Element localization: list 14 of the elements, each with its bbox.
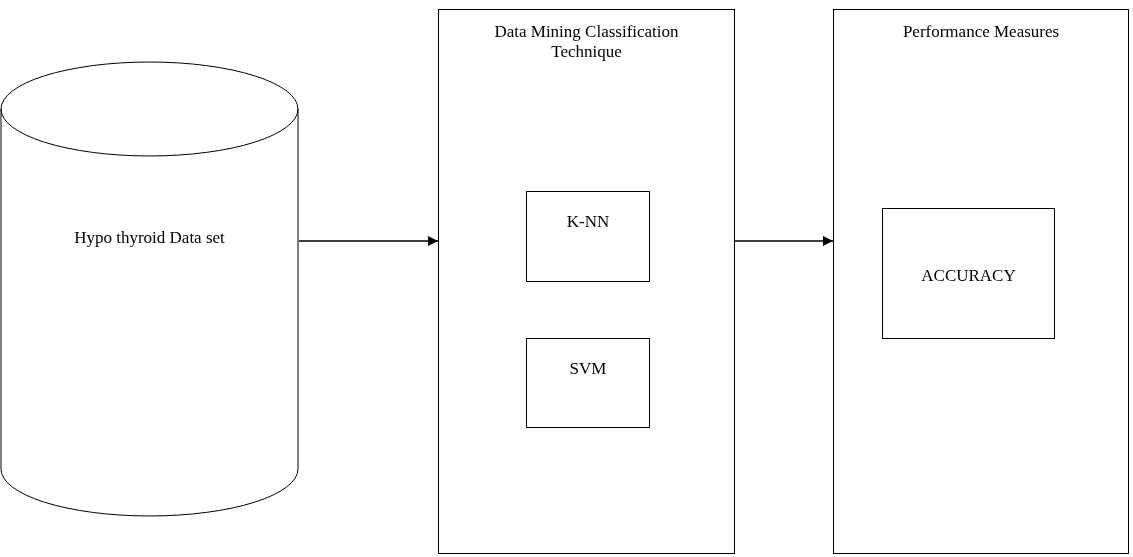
arrow: [298, 236, 439, 246]
process-panel: [438, 9, 735, 554]
arrow: [734, 236, 834, 246]
method-box: [526, 191, 650, 282]
node-label: Hypo thyroid Data set: [73, 228, 226, 248]
node-label: ACCURACY: [920, 266, 1017, 286]
database-cylinder: [0, 62, 299, 516]
node-label: K-NN: [565, 212, 611, 232]
method-box: [526, 338, 650, 428]
node-label: SVM: [568, 359, 608, 379]
process-panel: [833, 9, 1129, 554]
panel-heading: Performance Measures: [901, 22, 1061, 42]
panel-heading: Data Mining Classification Technique: [493, 22, 680, 62]
method-box: [882, 208, 1055, 339]
